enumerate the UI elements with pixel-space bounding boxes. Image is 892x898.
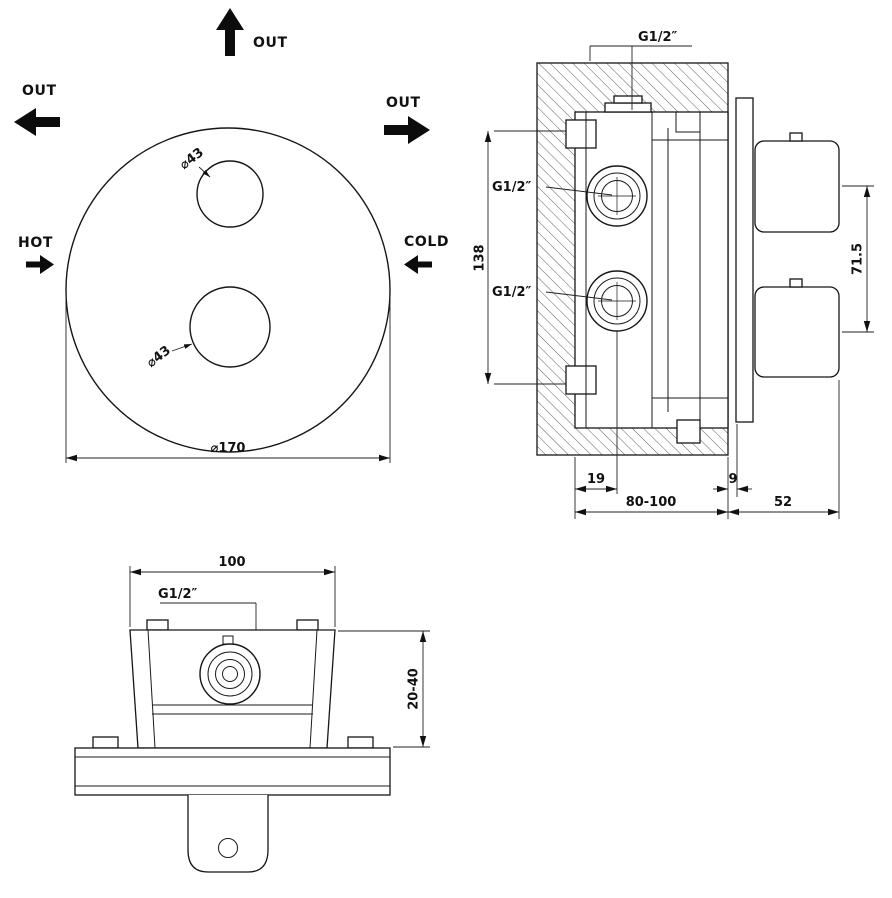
rough-in-body (129, 629, 336, 749)
mounting-lug-top (565, 119, 597, 149)
handle-upper (754, 140, 840, 233)
callout-thread-port-lower: G1/2″ (492, 285, 613, 301)
plate-dia-label: ⌀170 (211, 441, 246, 456)
dim-rough-in-label: 80-100 (626, 495, 677, 510)
thread-top-outlet-label: G1/2″ (158, 587, 198, 602)
out-right-arrow-icon (384, 116, 430, 144)
top-outlet-fitting (604, 102, 652, 113)
dim-plate-gap-label: 9 (728, 472, 737, 487)
out-top-arrow-icon (216, 8, 244, 56)
port-ring (199, 643, 261, 705)
top-knob-circle (196, 160, 264, 228)
body-edge-line (147, 629, 156, 749)
hot-inlet-arrow-icon (26, 255, 54, 274)
internal-boss (675, 111, 701, 133)
out-right-label: OUT (386, 95, 421, 111)
dim-body-height-label: 138 (473, 244, 488, 271)
bottom-knob-circle (189, 286, 271, 368)
port-ring (222, 666, 238, 682)
hot-label: HOT (18, 235, 53, 251)
cold-inlet-arrow-icon (404, 255, 432, 274)
handle-upper-nub (789, 132, 803, 142)
top-outlet-port (199, 635, 261, 705)
dim-plate-dia: ⌀170 (65, 296, 391, 463)
trim-plate-edge (735, 97, 754, 423)
valve-body-internals (585, 111, 728, 428)
backplate (74, 747, 391, 796)
knob-bottom-dia-label: ⌀43 (144, 343, 174, 371)
dim-body-width-label: 100 (218, 555, 245, 570)
port-ring (586, 165, 648, 227)
leader-line (545, 186, 613, 196)
bottom-foot (676, 419, 701, 444)
bottom-bracket (187, 795, 269, 873)
body-tab-left (146, 619, 169, 631)
dim-plaster-range-label: 20-40 (407, 668, 422, 710)
bracket-hole (218, 838, 238, 858)
callout-knob-bottom-dia: ⌀43 (144, 343, 193, 371)
plate-tab-right (347, 736, 374, 749)
dim-body-width: 100 (129, 555, 336, 627)
out-top-label: OUT (253, 35, 288, 51)
callout-thread-port-upper: G1/2″ (492, 180, 613, 196)
port-ring (207, 651, 253, 697)
callout-knob-top-dia: ⌀43 (177, 145, 211, 178)
side-view: G1/2″ G1/2″ G1/2″ 138 71.5 (473, 30, 874, 519)
bottom-view: 100 G1/2″ 20 (74, 555, 430, 873)
handle-lower-nub (789, 278, 803, 288)
dim-body-height: 138 (473, 130, 566, 385)
out-left-arrow-icon (14, 108, 60, 136)
port-ring (215, 659, 245, 689)
mounting-lug-bottom (565, 365, 597, 395)
faceplate-circle (65, 127, 391, 453)
dim-plaster-range: 20-40 (338, 630, 430, 748)
handle-lower (754, 286, 840, 378)
port-ring (593, 172, 641, 220)
body-edge-line (309, 629, 318, 749)
plate-tab-left (92, 736, 119, 749)
body-tab-right (296, 619, 319, 631)
dim-trim-depth-label: 52 (774, 495, 792, 510)
dim-port-offset-label: 19 (587, 472, 605, 487)
front-view: OUT OUT OUT HOT COLD ⌀43 ⌀43 ⌀170 (14, 8, 449, 463)
thread-port-lower-label: G1/2″ (492, 285, 532, 300)
dim-bottom-chain: 19 9 80-100 52 (574, 380, 840, 519)
cold-label: COLD (404, 234, 449, 250)
inlet-port-upper (586, 165, 648, 227)
leader-line (545, 291, 613, 301)
out-left-label: OUT (22, 83, 57, 99)
thread-top-label: G1/2″ (638, 30, 678, 45)
knob-top-dia-label: ⌀43 (177, 145, 207, 173)
callout-thread-top: G1/2″ (589, 30, 692, 110)
port-ring (593, 277, 641, 325)
dim-handle-centers: 71.5 (842, 185, 874, 333)
dim-handle-centers-label: 71.5 (851, 243, 866, 275)
leader-line (198, 166, 211, 178)
top-outlet-thread (613, 95, 643, 104)
leader-line (171, 343, 193, 352)
thread-port-upper-label: G1/2″ (492, 180, 532, 195)
